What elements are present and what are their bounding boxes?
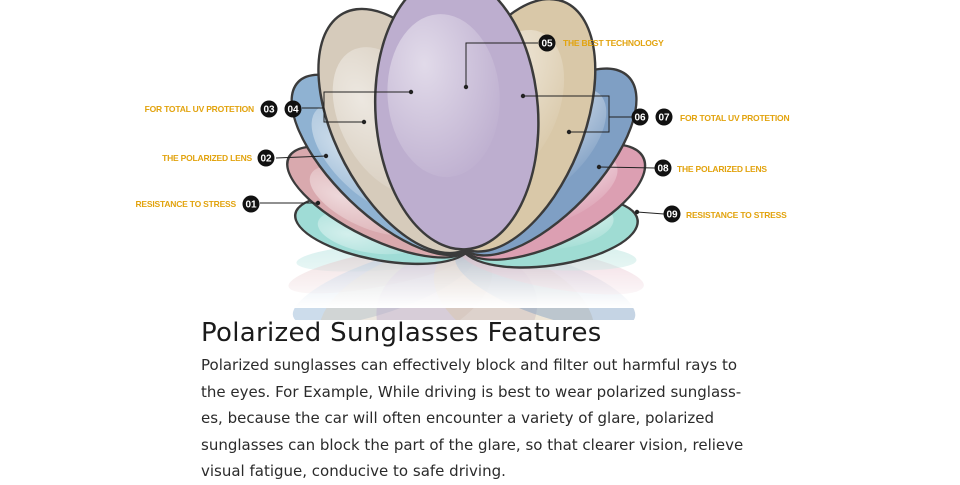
leader-line-08	[598, 166, 656, 169]
badge-03: 03	[260, 100, 278, 118]
features-body-line: visual fatigue, conducive to safe drivin…	[201, 462, 506, 480]
badge-02: 02	[257, 149, 275, 167]
badge-05: 05	[538, 34, 556, 52]
features-body-line: Polarized sunglasses can effectively blo…	[201, 356, 738, 374]
features-body: Polarized sunglasses can effectively blo…	[201, 352, 821, 485]
features-body-line: sunglasses can block the part of the gla…	[201, 435, 744, 454]
callout-label-01: RESISTANCE TO STRESS	[135, 199, 236, 209]
badge-01: 01	[242, 195, 260, 213]
callout-label-03-04: FOR TOTAL UV PROTETION	[145, 104, 254, 114]
callout-label-06-07: FOR TOTAL UV PROTETION	[680, 113, 789, 123]
badge-06: 06	[631, 108, 649, 126]
callout-label-05: THE BEST TECHNOLOGY	[563, 38, 664, 48]
badge-number: 04	[287, 105, 299, 116]
badge-number: 09	[666, 210, 678, 221]
leader-line-02	[275, 155, 327, 159]
badge-number: 03	[263, 105, 275, 116]
leader-line-05	[465, 42, 538, 87]
features-title: Polarized Sunglasses Features	[201, 318, 602, 348]
callout-label-09: RESISTANCE TO STRESS	[686, 210, 787, 220]
leader-line-04	[323, 108, 364, 123]
leader-line-09	[636, 211, 665, 215]
badge-number: 06	[634, 113, 646, 124]
badge-07: 07	[655, 108, 673, 126]
badge-09: 09	[663, 205, 681, 223]
badge-number: 05	[541, 39, 553, 50]
features-body-line: the eyes. For Example, While driving is …	[201, 382, 742, 401]
badge-number: 08	[657, 164, 669, 175]
lens-fan	[286, 0, 647, 269]
badge-number: 02	[260, 154, 272, 165]
badge-number: 01	[245, 200, 257, 211]
leader-lines	[260, 42, 665, 215]
leader-line-06-07	[523, 95, 632, 118]
badge-04: 04	[284, 100, 302, 118]
badge-number: 07	[658, 113, 670, 124]
leader-line-07	[569, 117, 610, 133]
leader-line-03-04	[302, 91, 411, 109]
features-body-line: es, because the car will often encounter…	[201, 409, 715, 427]
badge-08: 08	[654, 159, 672, 177]
callout-label-08: THE POLARIZED LENS	[677, 164, 767, 174]
callout-label-02: THE POLARIZED LENS	[162, 153, 252, 163]
